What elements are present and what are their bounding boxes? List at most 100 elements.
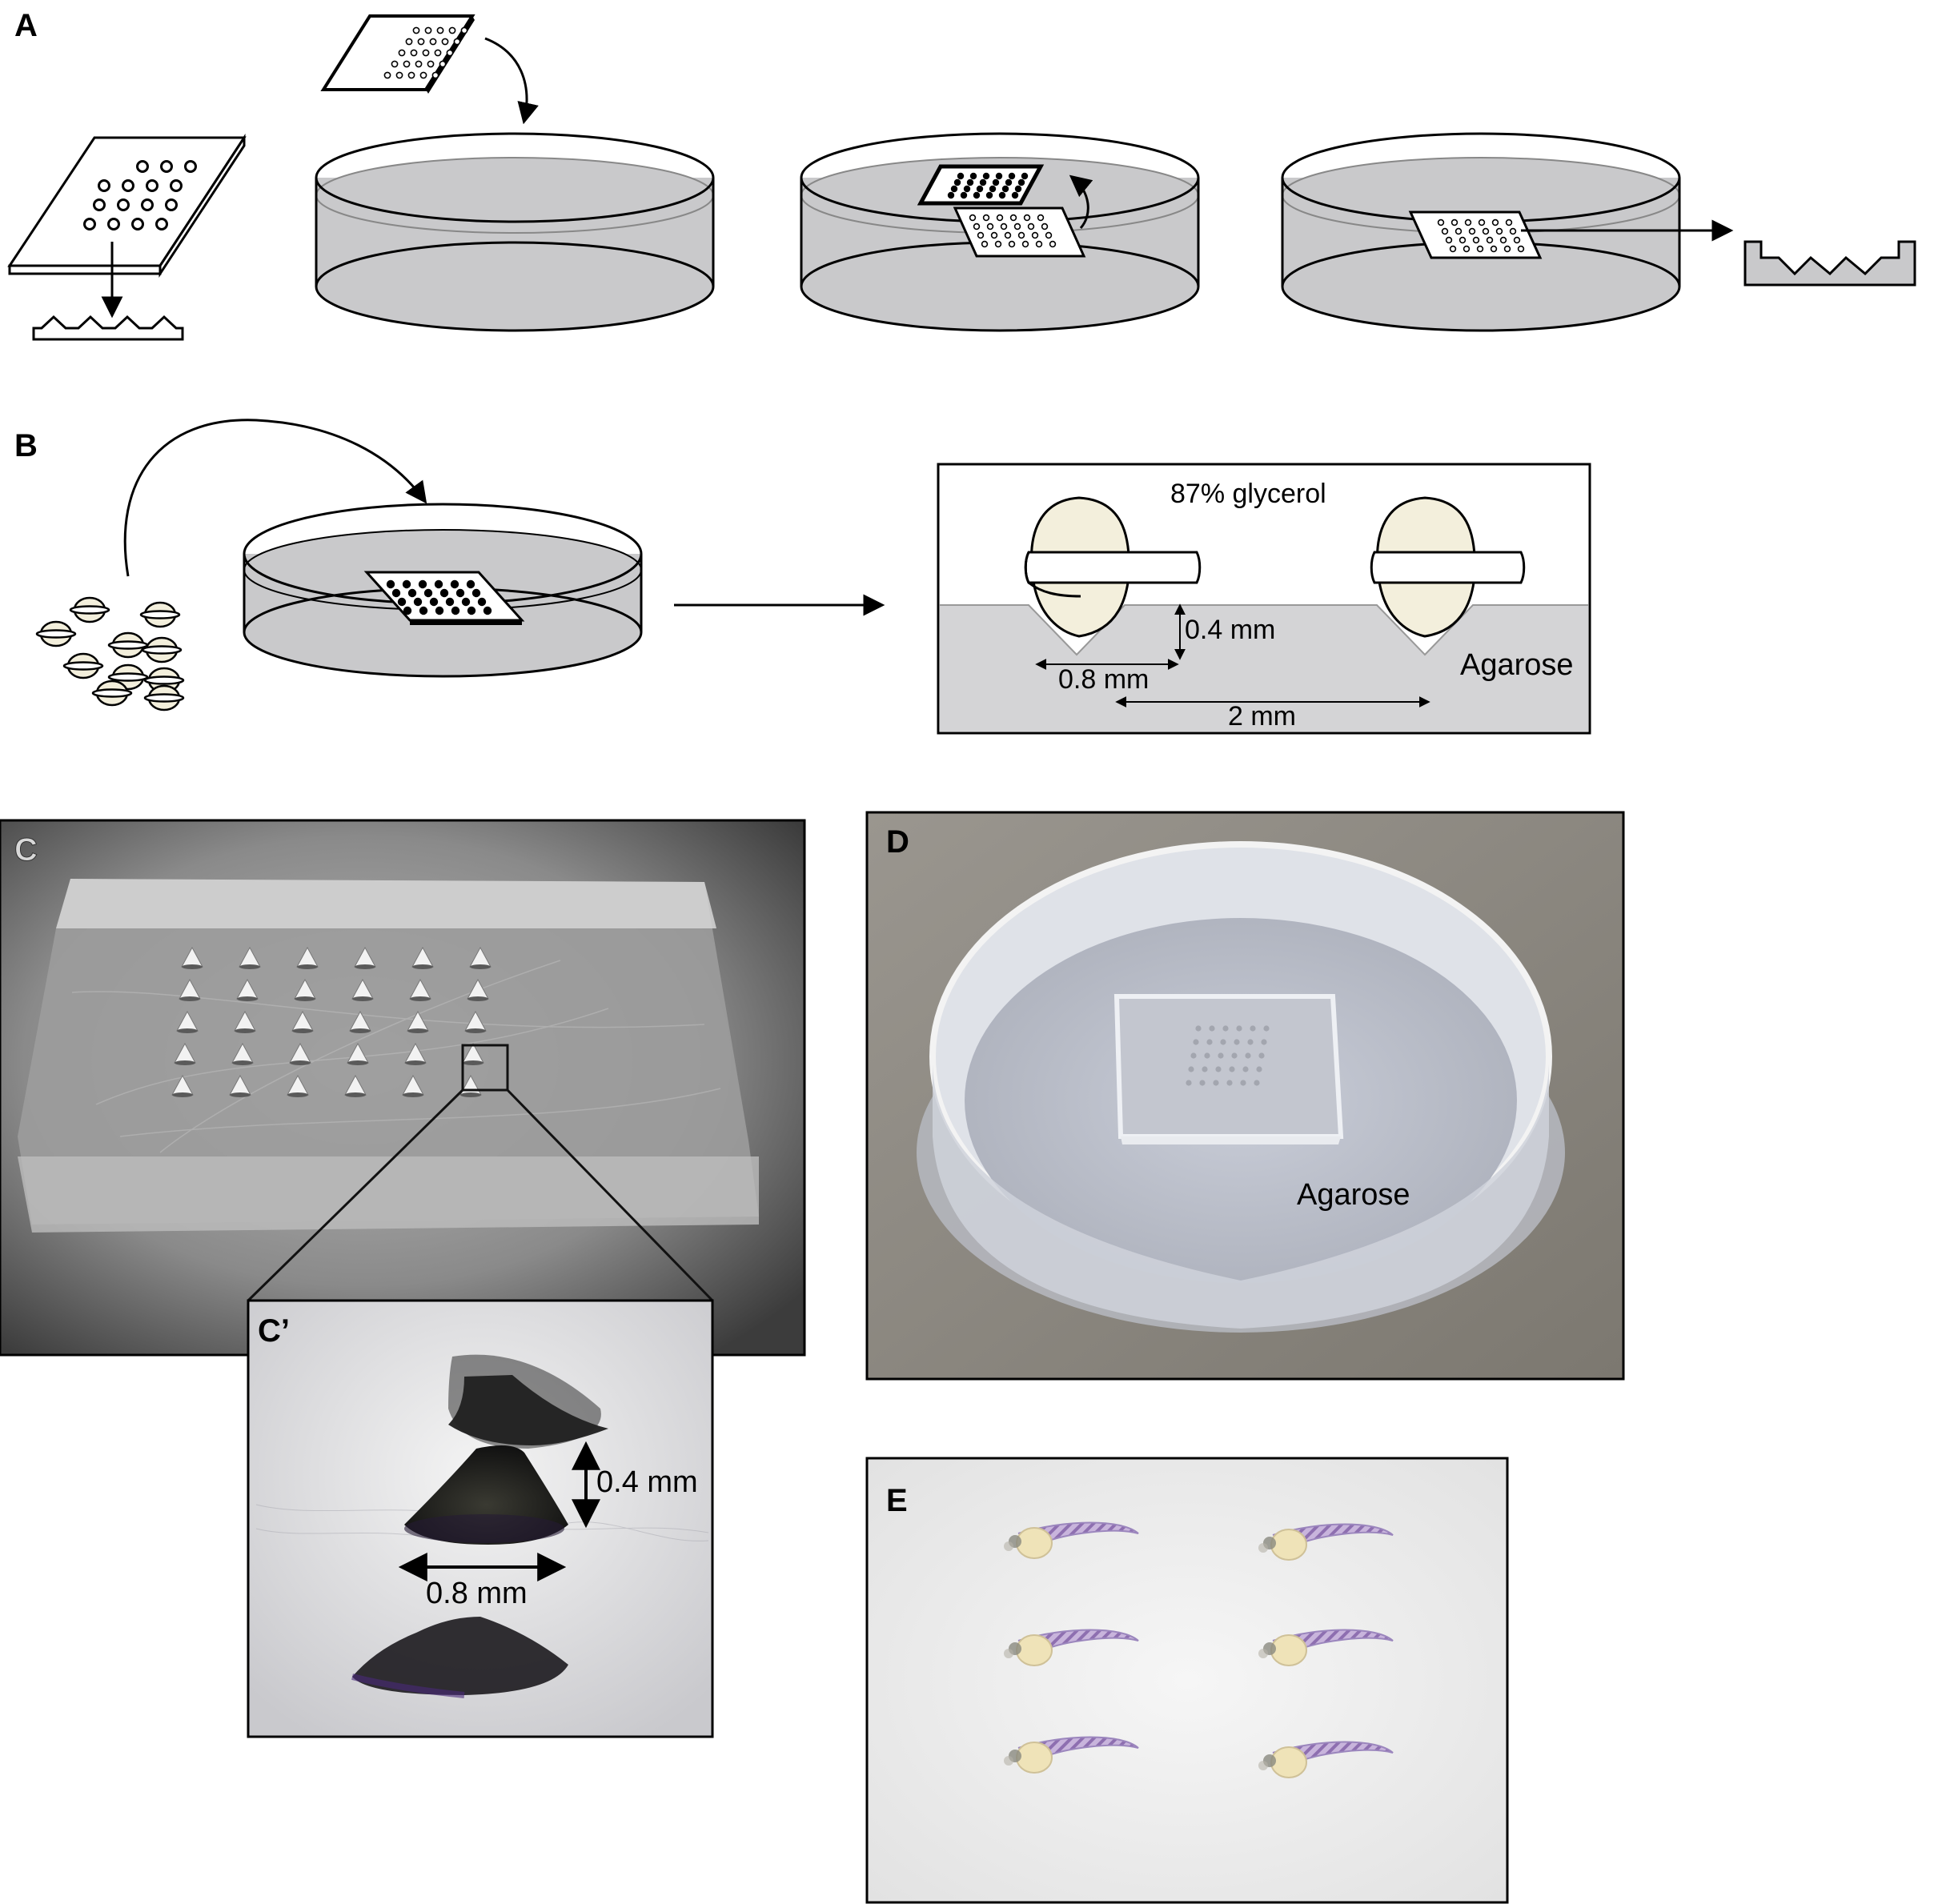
cone-width-label: 0.8 mm — [426, 1577, 528, 1610]
plate-hole — [1027, 222, 1035, 230]
plate-hole — [431, 71, 439, 79]
well-dot — [1193, 1039, 1199, 1045]
embryo-left — [1024, 496, 1202, 638]
plate-dot — [466, 579, 475, 589]
well-dot — [1261, 1039, 1267, 1045]
cone-array — [171, 946, 492, 1097]
embryo-icon — [143, 667, 185, 694]
embryo-right — [1370, 496, 1526, 638]
agarose-wells-profile — [1743, 240, 1916, 287]
plate-dot — [973, 191, 981, 199]
plate-dot — [445, 597, 455, 607]
plate-dot — [419, 606, 428, 615]
well-dot — [1240, 1080, 1246, 1086]
well-dot — [1188, 1066, 1194, 1072]
plate-dot — [982, 172, 990, 180]
plate-hole — [1499, 236, 1507, 244]
cone — [347, 1042, 369, 1065]
plate-hole — [1437, 218, 1445, 226]
well-dot — [1190, 1052, 1197, 1059]
cross-section-diagram: 87% glycerol 0.4 mm 0.8 mm 2 mm Agarose — [937, 463, 1591, 735]
plate-hole — [419, 71, 427, 79]
plate-hole — [1468, 227, 1476, 235]
mold-hole — [155, 218, 168, 230]
plate-hole — [982, 214, 990, 222]
plate-hole — [996, 214, 1004, 222]
plate-dot — [979, 178, 987, 186]
cone-height-label: 0.4 mm — [596, 1465, 698, 1499]
well-dot — [1209, 1025, 1215, 1032]
plate-hole — [1463, 245, 1471, 253]
well-dot — [1231, 1052, 1238, 1059]
well-dot — [1220, 1039, 1226, 1045]
cone — [351, 978, 374, 1001]
plate-hole — [1476, 245, 1484, 253]
embryo-cluster — [35, 596, 185, 711]
plate-hole — [412, 26, 420, 34]
plate-hole — [395, 71, 403, 79]
embryo-icon — [143, 684, 185, 711]
plate-hole — [1495, 227, 1503, 235]
plate-dot — [1021, 172, 1029, 180]
plate-hole — [415, 60, 423, 68]
plate-hole — [977, 231, 985, 239]
mold-hole — [141, 198, 154, 211]
plate-dot — [439, 588, 449, 598]
well-dot — [1245, 1052, 1251, 1059]
plate-dot — [989, 185, 997, 193]
plate-dot — [455, 588, 465, 598]
plate-hole — [1000, 222, 1008, 230]
plate-hole — [398, 49, 406, 57]
cone — [344, 1074, 367, 1097]
plate-dot — [483, 606, 492, 615]
zebrafish-larva — [1258, 1741, 1394, 1778]
plate-dot — [429, 597, 439, 607]
well-dot — [1263, 1025, 1270, 1032]
plate-dot — [386, 579, 395, 589]
plate-hole — [1490, 245, 1498, 253]
plate-hole — [1450, 218, 1459, 226]
plate-hole — [1023, 214, 1031, 222]
plate-dot — [397, 597, 407, 607]
panel-e-letter: E — [886, 1483, 908, 1518]
plate-hole — [383, 71, 391, 79]
plate-hole — [1472, 236, 1480, 244]
plate-dot — [413, 597, 423, 607]
cone — [296, 946, 319, 969]
panel-b: B — [14, 419, 1591, 735]
mold-hole — [122, 179, 134, 192]
plate-dot — [1001, 185, 1009, 193]
plate-hole — [994, 240, 1002, 248]
mold-hole — [165, 198, 178, 211]
plate-hole — [1441, 227, 1449, 235]
plate-dot — [953, 178, 961, 186]
panel-c-prime: 0.4 mm 0.8 mm C’ — [247, 1299, 714, 1738]
embryo-icon — [141, 636, 183, 663]
well-dot — [1186, 1080, 1192, 1086]
zebrafish-larva — [1258, 1523, 1394, 1561]
plate-hole — [1505, 218, 1513, 226]
plate-transfer — [320, 14, 539, 125]
depth-label: 0.4 mm — [1185, 615, 1275, 645]
well-dot — [1213, 1080, 1219, 1086]
plate-hole — [436, 26, 444, 34]
plate-dot — [966, 178, 974, 186]
well-dot — [1254, 1080, 1260, 1086]
plate-dot — [423, 588, 433, 598]
plate-hole — [973, 222, 981, 230]
plate-hole — [1031, 231, 1039, 239]
plate-hole — [1041, 222, 1049, 230]
plate-dot — [403, 606, 412, 615]
petri-dish-2 — [800, 132, 1200, 332]
mold-hole — [117, 198, 130, 211]
embryo-icon — [139, 601, 181, 628]
petri-dish-b — [243, 503, 643, 678]
embryo-icon — [91, 679, 133, 707]
panel-c: C — [0, 819, 806, 1357]
plate-hole — [1049, 240, 1057, 248]
panel-b-letter: B — [14, 428, 38, 463]
plate-hole — [460, 26, 468, 34]
panel-c-prime-letter: C’ — [258, 1313, 290, 1349]
panel-c-letter: C — [14, 832, 38, 868]
